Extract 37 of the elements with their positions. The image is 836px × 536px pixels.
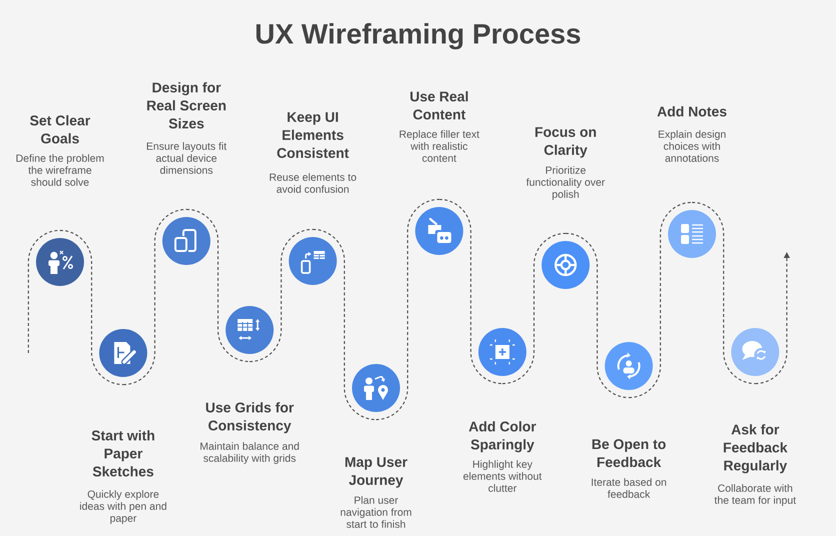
- dashed-connector: [250, 228, 313, 362]
- step-heading: Start with Paper Sketches: [92, 430, 154, 476]
- step-heading: Ask for Feedback Regularly: [724, 424, 788, 474]
- step-heading: Set Clear Goals: [30, 115, 90, 144]
- step-description: Prioritize functionality over polish: [526, 166, 605, 200]
- step-description: Explain design choices with annotations: [658, 130, 726, 162]
- step-heading: Add Notes: [657, 106, 726, 116]
- title: UX Wireframing Process: [256, 23, 580, 50]
- dashed-connector: [28, 230, 60, 353]
- step-description: Ensure layouts fit actual device dimensions: [147, 142, 227, 174]
- dashed-connector: [692, 202, 756, 384]
- step-description: Quickly explore ideas with pen and paper: [80, 490, 166, 524]
- step-heading: Add Color Sparingly: [468, 421, 536, 452]
- step-description: Iterate based on feedback: [592, 478, 666, 498]
- step-heading: Design for Real Screen Sizes: [147, 82, 226, 128]
- dashed-connector: [376, 198, 440, 420]
- step-heading: Keep UI Elements Consistent: [277, 112, 349, 158]
- dashed-connector: [439, 198, 502, 384]
- step-description: Maintain balance and scalability with grids: [200, 442, 299, 464]
- step-heading: Map User Journey: [345, 457, 408, 488]
- step-heading: Focus on Clarity: [535, 127, 596, 158]
- dashed-connector: [312, 228, 376, 420]
- step-description: Plan user navigation from start to finish: [340, 496, 412, 528]
- step-heading: Use Grids for Consistency: [206, 402, 294, 434]
- dashed-connector: [502, 232, 566, 384]
- step-description: Replace filler text with realistic content: [400, 130, 480, 162]
- step-description: Highlight key elements without clutter: [463, 460, 542, 492]
- dashed-connector: [566, 232, 629, 398]
- dashed-connector: [186, 208, 250, 362]
- dashed-connector: [60, 230, 124, 386]
- step-description: Define the problem the wireframe should solve: [16, 154, 104, 186]
- dashed-connector: [628, 202, 692, 398]
- dashed-connector: [123, 208, 186, 386]
- step-heading: Be Open to Feedback: [592, 439, 666, 468]
- step-heading: Use Real Content: [410, 91, 468, 120]
- step-description: Reuse elements to avoid confusion: [270, 173, 356, 193]
- step-description: Collaborate with the team for input: [714, 484, 796, 506]
